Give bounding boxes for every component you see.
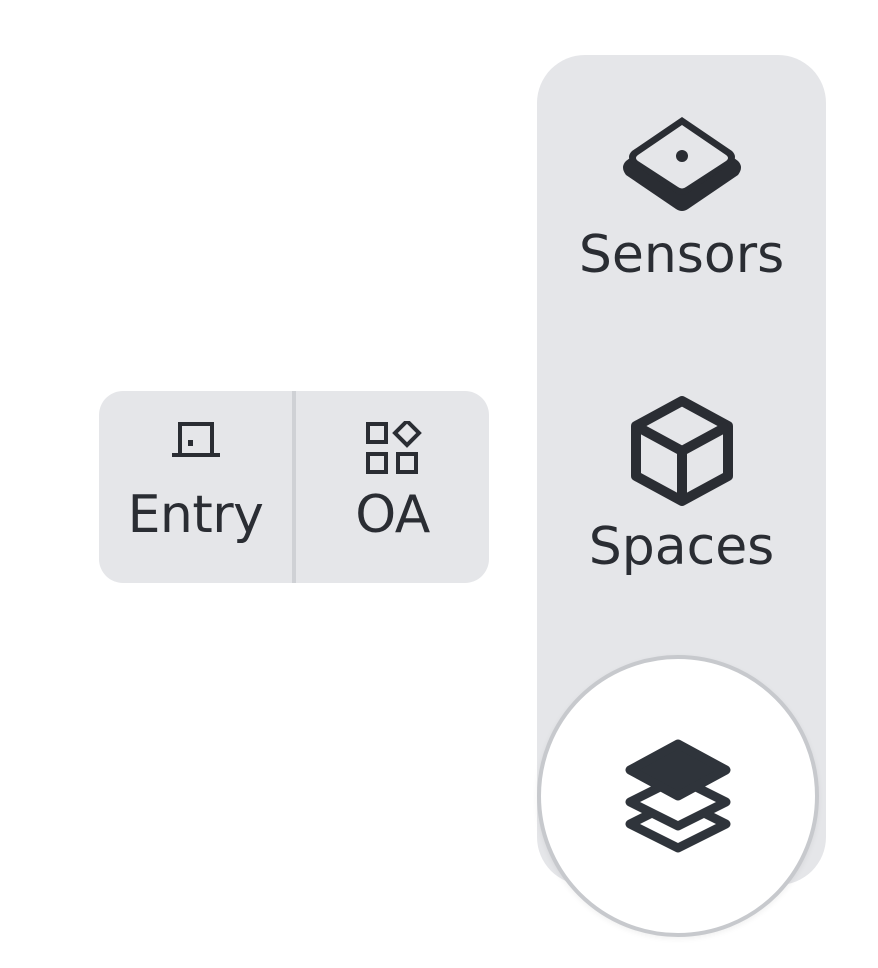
mode-entry-label: Entry (127, 485, 264, 545)
rail-item-sensors-label: Sensors (578, 225, 785, 285)
toggle-divider (292, 391, 296, 583)
grid-shapes-icon (365, 421, 422, 474)
rail-item-spaces-label: Spaces (588, 517, 775, 577)
rail-item-spaces[interactable]: Spaces (537, 395, 826, 577)
mode-toggle: Entry OA (99, 391, 489, 583)
layers-icon (625, 739, 731, 853)
mode-oa-button[interactable]: OA (296, 391, 489, 583)
mode-oa-label: OA (355, 485, 430, 545)
door-icon (171, 422, 220, 457)
mode-entry-button[interactable]: Entry (99, 391, 292, 583)
layers-button[interactable] (537, 655, 819, 937)
sensor-icon (622, 117, 741, 211)
rail-item-sensors[interactable]: Sensors (537, 105, 826, 285)
cube-icon (630, 396, 733, 506)
